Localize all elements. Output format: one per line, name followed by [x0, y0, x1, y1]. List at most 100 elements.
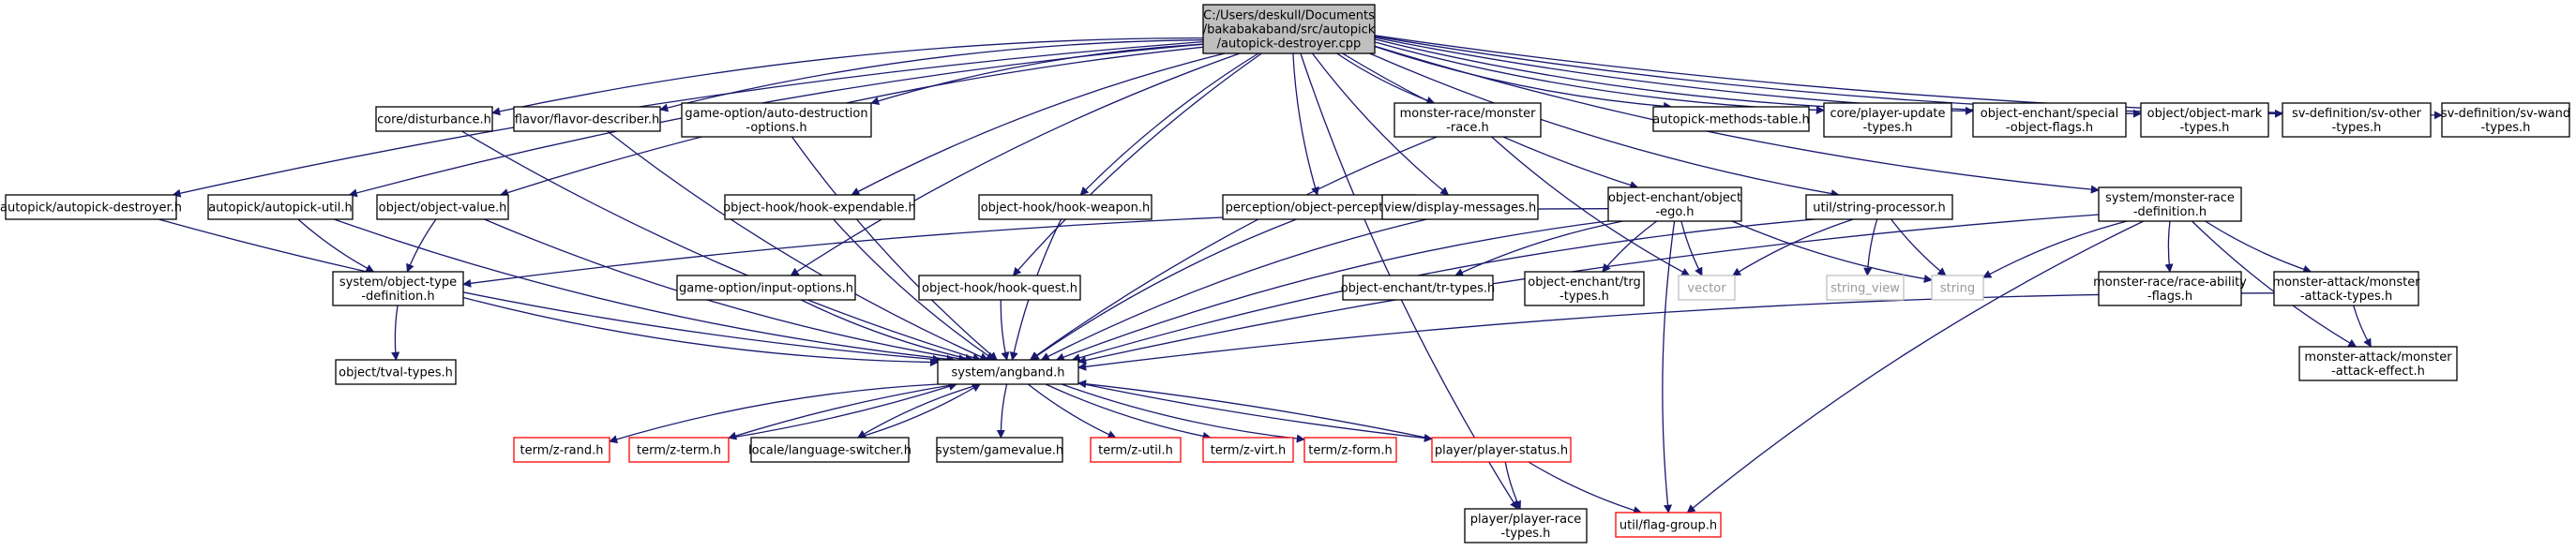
node-angband[interactable]: system/angband.h: [937, 359, 1079, 385]
node-loc-lang[interactable]: locale/language-switcher.h: [748, 437, 911, 463]
edge-perc-to-angband: [1030, 218, 1297, 361]
node-label: core/player-update: [1830, 107, 1945, 121]
edge-line: [1982, 220, 2128, 278]
edge-mr_mon-to-vector: [1491, 136, 1691, 276]
node-ma-types[interactable]: monster-attack/monster-attack-types.h: [2272, 271, 2420, 306]
node-box: [937, 359, 1079, 385]
node-box: [1823, 102, 1952, 138]
edge-line: [462, 296, 939, 367]
node-label: -types.h: [2180, 121, 2230, 135]
edge-mr_mon-to-angband: [1029, 136, 1438, 361]
edge-line: [484, 218, 968, 364]
edge-core_dist-to-angband: [461, 130, 982, 362]
edge-line: [851, 52, 1226, 196]
node-box: [1805, 194, 1953, 220]
edge-line: [1077, 214, 2100, 365]
edge-view_msg-to-angband: [1040, 218, 1427, 361]
node-sys-gv[interactable]: system/gamevalue.h: [936, 437, 1063, 463]
node-box: [2140, 102, 2269, 138]
edge-line: [1528, 461, 1642, 514]
node-label: -types.h: [1559, 290, 1609, 304]
node-t-form[interactable]: term/z-form.h: [1303, 437, 1397, 463]
node-mr-mon[interactable]: monster-race/monster-race.h: [1393, 102, 1542, 138]
node-sys-mrd[interactable]: system/monster-race-definition.h: [2098, 186, 2242, 222]
edge-line: [1030, 218, 1297, 361]
node-box: [1303, 437, 1397, 463]
edge-oe_ego-to-vector: [1680, 220, 1703, 276]
node-label: object/object-value.h: [379, 201, 507, 216]
node-oe-trg[interactable]: object-enchant/trg-types.h: [1524, 271, 1645, 306]
node-ma-effect[interactable]: monster-attack/monster-attack-effect.h: [2298, 346, 2458, 381]
node-ap-util[interactable]: autopick/autopick-util.h: [207, 194, 354, 220]
edge-pl_status-to-pl_race: [1504, 461, 1521, 510]
edge-util_sp-to-angband: [1071, 218, 1815, 363]
node-label: core/disturbance.h: [377, 113, 491, 127]
edge-line: [462, 208, 1609, 288]
node-label: -ego.h: [1655, 205, 1694, 219]
node-oe-special[interactable]: object-enchant/special-object-flags.h: [1972, 102, 2127, 138]
node-label: term/z-virt.h: [1211, 444, 1287, 458]
node-t-virt[interactable]: term/z-virt.h: [1202, 437, 1294, 463]
node-label: -attack-effect.h: [2331, 365, 2425, 379]
node-obj-tval[interactable]: object/tval-types.h: [335, 359, 457, 385]
node-box: [628, 437, 730, 463]
edge-line: [1504, 461, 1521, 510]
node-box: [676, 275, 856, 301]
node-ap-tbl[interactable]: autopick-methods-table.h: [1652, 106, 1810, 132]
node-box: [1615, 512, 1722, 538]
edge-angband-to-t_rand: [609, 383, 939, 444]
node-label: object-hook/hook-quest.h: [922, 282, 1077, 296]
node-root[interactable]: C:/Users/deskull/Documents/bakabakaband/…: [1202, 4, 1376, 54]
edge-ma_types-to-angband: [1077, 292, 2275, 371]
node-obj-mark[interactable]: object/object-mark-types.h: [2140, 102, 2269, 138]
node-box: [1431, 437, 1572, 463]
node-core-pu[interactable]: core/player-update-types.h: [1823, 102, 1952, 138]
node-sys-otd[interactable]: system/object-type-definition.h: [332, 271, 464, 306]
node-t-util[interactable]: term/z-util.h: [1090, 437, 1182, 463]
edge-line: [728, 383, 957, 440]
node-oh-weapon[interactable]: object-hook/hook-weapon.h: [978, 194, 1152, 220]
edge-root-to-go_input: [790, 52, 1241, 276]
node-oh-exp[interactable]: object-hook/hook-expendable.h: [723, 194, 916, 220]
node-box: [936, 437, 1063, 463]
edge-oe_ego-to-angband: [1055, 220, 1609, 362]
edge-angband-to-t_form: [1061, 383, 1305, 443]
edge-line: [1071, 218, 1815, 363]
node-t-term[interactable]: term/z-term.h: [628, 437, 730, 463]
node-sv-wand[interactable]: sv-definition/sv-wand-types.h: [2441, 102, 2570, 138]
node-pl-status[interactable]: player/player-status.h: [1431, 437, 1572, 463]
node-oe-ego[interactable]: object-enchant/object-ego.h: [1607, 186, 1742, 222]
node-t-rand[interactable]: term/z-rand.h: [513, 437, 610, 463]
node-go-auto[interactable]: game-option/auto-destruction-options.h: [681, 102, 872, 138]
node-mr-ability[interactable]: monster-race/race-ability-flags.h: [2093, 271, 2247, 306]
node-label: /bakabakaband/src/autopick: [1203, 23, 1376, 37]
node-label: -types.h: [1501, 527, 1551, 541]
node-core-dist[interactable]: core/disturbance.h: [375, 106, 493, 132]
node-pl-race[interactable]: player/player-race-types.h: [1464, 508, 1588, 544]
node-label: player/player-race: [1470, 513, 1581, 527]
node-view-msg[interactable]: view/display-messages.h: [1381, 194, 1539, 220]
edge-line: [996, 383, 1008, 439]
edge-line: [1686, 220, 2145, 514]
node-oe-tr[interactable]: object-enchant/tr-types.h: [1341, 275, 1496, 301]
edge-line: [1863, 218, 1878, 276]
node-box: [1202, 4, 1376, 54]
edge-line: [1061, 383, 1305, 443]
node-obj-value[interactable]: object/object-value.h: [376, 194, 509, 220]
node-box: [681, 102, 872, 138]
node-util-sp[interactable]: util/string-processor.h: [1805, 194, 1953, 220]
node-label: -definition.h: [2133, 205, 2207, 219]
node-util-flag[interactable]: util/flag-group.h: [1615, 512, 1722, 538]
node-go-input[interactable]: game-option/input-options.h: [676, 275, 856, 301]
node-label: object-hook/hook-expendable.h: [723, 201, 916, 216]
node-box: [513, 437, 610, 463]
node-sv-other[interactable]: sv-definition/sv-other-types.h: [2282, 102, 2432, 138]
node-flavor[interactable]: flavor/flavor-describer.h: [513, 106, 661, 132]
edge-line: [1292, 52, 1319, 196]
node-ap-destroyer[interactable]: autopick/autopick-destroyer.h: [0, 194, 182, 220]
node-label: -types.h: [1863, 121, 1913, 135]
node-string-view: string_view: [1826, 275, 1905, 301]
node-oh-quest[interactable]: object-hook/hook-quest.h: [918, 275, 1081, 301]
edge-ma_types-to-ma_effect: [2353, 305, 2372, 348]
